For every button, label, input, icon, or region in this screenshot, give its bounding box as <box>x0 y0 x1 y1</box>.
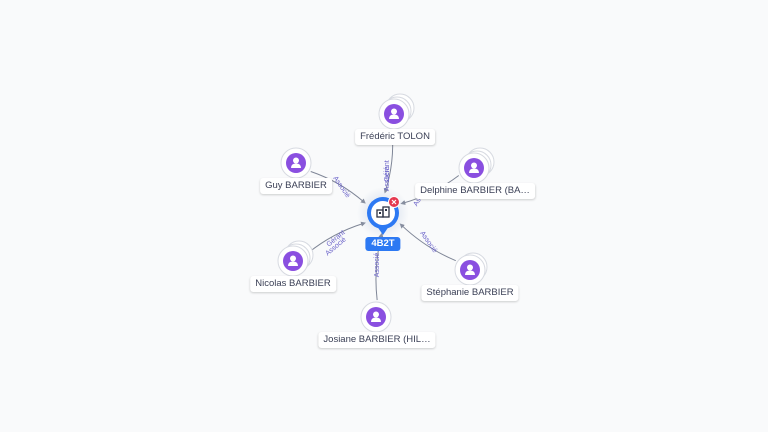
person-icon <box>291 157 301 168</box>
company-label[interactable]: 4B2T <box>365 237 401 251</box>
person-node-frederic-tolon[interactable] <box>378 93 415 130</box>
person-node-delphine-barbier[interactable] <box>458 147 495 184</box>
person-node-josiane-barbier[interactable] <box>360 301 392 333</box>
person-node-nicolas-barbier[interactable] <box>277 240 314 277</box>
edge-stephanie-barbier <box>399 223 456 262</box>
person-label-frederic-tolon[interactable]: Frédéric TOLON <box>355 129 435 145</box>
person-label-guy-barbier[interactable]: Guy BARBIER <box>260 178 332 194</box>
person-icon <box>371 311 381 322</box>
person-label-nicolas-barbier[interactable]: Nicolas BARBIER <box>250 276 336 292</box>
edge-role-label: Associé <box>374 253 381 278</box>
close-icon[interactable] <box>388 196 400 208</box>
person-label-josiane-barbier[interactable]: Josiane BARBIER (HIL… <box>318 332 436 348</box>
person-icon <box>465 264 475 275</box>
person-icon <box>288 255 298 266</box>
person-icon <box>469 162 479 173</box>
building-icon <box>376 206 390 218</box>
person-node-guy-barbier[interactable] <box>280 147 312 179</box>
edge-guy-barbier <box>310 170 366 204</box>
edge-role-label: Gérant <box>384 160 391 181</box>
company-node[interactable] <box>357 187 409 239</box>
person-icon <box>389 108 399 119</box>
edge-role-label: Associé <box>384 167 391 192</box>
person-label-delphine-barbier[interactable]: Delphine BARBIER (BA… <box>415 183 535 199</box>
person-label-stephanie-barbier[interactable]: Stéphanie BARBIER <box>421 285 519 301</box>
edge-role-label: Associé <box>331 175 351 199</box>
person-node-stephanie-barbier[interactable] <box>454 252 488 286</box>
edge-role-label: Associé <box>418 230 438 254</box>
